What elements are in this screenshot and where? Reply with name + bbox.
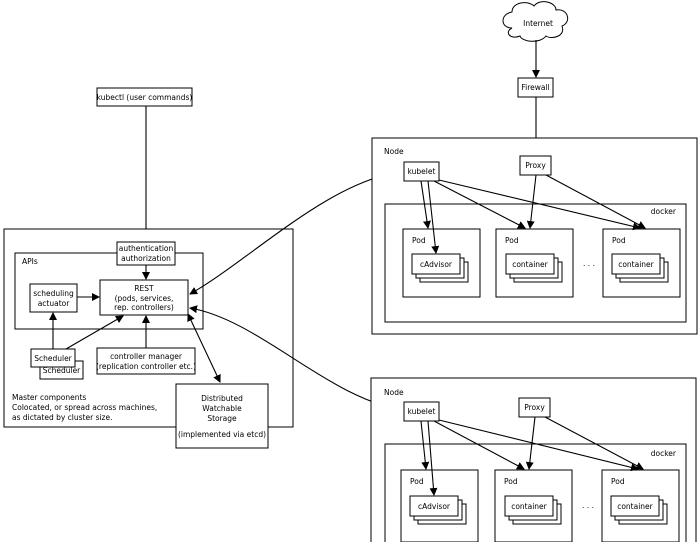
- node2-proxy-to-pod3-arrow: [544, 416, 644, 470]
- node2-label: Node: [384, 388, 404, 397]
- node1-container2-label: container: [618, 260, 654, 269]
- node2-proxy-label: Proxy: [524, 403, 545, 412]
- node1-container2-box: [611, 253, 661, 275]
- node2-ellipsis: . . .: [582, 501, 594, 510]
- node1-kubelet-to-pod1-arrow: [420, 180, 431, 229]
- kubectl-box: [96, 87, 193, 107]
- storage-line-3: Storage: [207, 414, 237, 423]
- node1-cadvisor-label: cAdvisor: [420, 260, 453, 269]
- node2-container2-box: [610, 495, 660, 517]
- rest-line-2: (pods, services,: [115, 294, 174, 303]
- apis-label: APIs: [22, 257, 38, 266]
- node1-ellipsis: . . .: [583, 259, 595, 268]
- controller-manager-line-1: controller manager: [110, 352, 183, 361]
- node1-kubelet-to-pod3-arrow: [438, 179, 641, 231]
- storage-line-2: Watchable: [202, 404, 242, 413]
- node2-cadvisor-box: [409, 495, 459, 517]
- node1-kubelet-label: kubelet: [408, 167, 436, 176]
- node1-proxy-to-pod2-arrow: [526, 174, 537, 229]
- master-caption-line-2: Colocated, or spread across machines,: [12, 403, 157, 412]
- node2-kubelet-to-pod2-arrow: [433, 420, 525, 470]
- internet-label: Internet: [523, 19, 553, 28]
- master-caption-line-1: Master components: [12, 393, 86, 402]
- node1-container1-box: [505, 253, 555, 275]
- node1-pod1-label: Pod: [412, 236, 426, 245]
- node1-pod3-label: Pod: [612, 236, 626, 245]
- scheduling-actuator-box: [29, 283, 78, 313]
- scheduler-to-rest-arrow: [65, 315, 124, 350]
- rest-box: [99, 279, 189, 316]
- node2-docker-label: docker: [651, 449, 677, 458]
- master-caption-line-3: as dictated by cluster size.: [12, 413, 113, 422]
- storage-line-5: (implemented via etcd): [178, 430, 266, 439]
- node1-cadvisor-box: [411, 253, 461, 275]
- firewall-label: Firewall: [521, 83, 549, 92]
- node2-kubelet-to-pod3-arrow: [438, 419, 639, 472]
- auth-line-1: authentication: [119, 244, 174, 253]
- node2-cadvisor-label: cAdvisor: [418, 502, 451, 511]
- node2-kubelet-to-pod1-arrow: [420, 420, 430, 470]
- storage-line-1: Distributed: [201, 394, 243, 403]
- scheduler-back-label: Scheduler: [43, 366, 81, 375]
- node2-proxy-to-pod2-arrow: [525, 416, 536, 470]
- controller-manager-line-2: (replication controller etc.): [96, 362, 196, 371]
- node1-proxy-label: Proxy: [525, 161, 546, 170]
- scheduling-line-1: scheduling: [33, 289, 74, 298]
- kubectl-label: kubectl (user commands): [97, 93, 193, 102]
- scheduling-line-2: actuator: [38, 299, 71, 308]
- node1-kubelet-to-cadvisor-arrow: [427, 180, 440, 254]
- node1-kubelet-to-pod2-arrow: [433, 180, 526, 229]
- node2-container1-box: [504, 495, 554, 517]
- auth-line-2: authorization: [121, 254, 171, 263]
- node2-pod3-label: Pod: [611, 477, 625, 486]
- node1-pod2-label: Pod: [505, 236, 519, 245]
- node1-container1-label: container: [512, 260, 548, 269]
- node2-kubelet-to-cadvisor-arrow: [427, 420, 438, 496]
- node1-docker-label: docker: [651, 207, 677, 216]
- rest-line-1: REST: [134, 284, 154, 293]
- rest-line-3: rep. controllers): [114, 303, 174, 312]
- node1-proxy-to-pod3-arrow: [545, 174, 646, 229]
- node1-label: Node: [384, 147, 404, 156]
- internet-cloud: [502, 1, 569, 42]
- node2-container1-label: container: [511, 502, 547, 511]
- node2-pod1-label: Pod: [410, 477, 424, 486]
- node2-pod2-label: Pod: [504, 477, 518, 486]
- node2-container2-label: container: [617, 502, 653, 511]
- node2-kubelet-label: kubelet: [408, 407, 436, 416]
- scheduler-label: Scheduler: [34, 354, 72, 363]
